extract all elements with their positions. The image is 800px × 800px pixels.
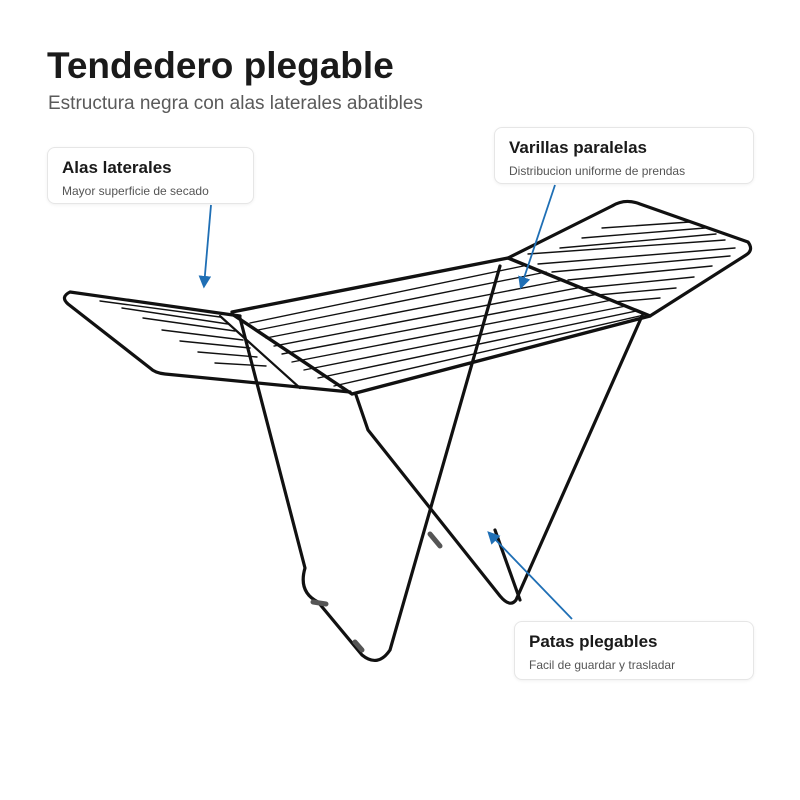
- callout-folding-legs: Patas plegables Facil de guardar y trasl…: [514, 621, 754, 680]
- callout-subtitle: Distribucion uniforme de prendas: [509, 164, 686, 179]
- callout-title: Alas laterales: [62, 158, 172, 177]
- callout-subtitle: Facil de guardar y trasladar: [529, 658, 676, 673]
- callout-title: Varillas paralelas: [509, 138, 647, 157]
- page-subtitle: Estructura negra con alas laterales abat…: [48, 93, 423, 114]
- page-title: Tendedero plegable: [47, 45, 394, 86]
- folding-legs: [238, 264, 644, 662]
- callout-subtitle: Mayor superficie de secado: [62, 184, 209, 199]
- right-wing: [506, 199, 753, 318]
- arrow-pointer-icon: [198, 184, 573, 620]
- callout-side-wings: Alas laterales Mayor superficie de secad…: [47, 147, 254, 204]
- callout-title: Patas plegables: [529, 632, 658, 651]
- callout-parallel-rods: Varillas paralelas Distribucion uniforme…: [494, 127, 754, 184]
- left-wing: [62, 290, 352, 394]
- center-frame: [230, 256, 652, 396]
